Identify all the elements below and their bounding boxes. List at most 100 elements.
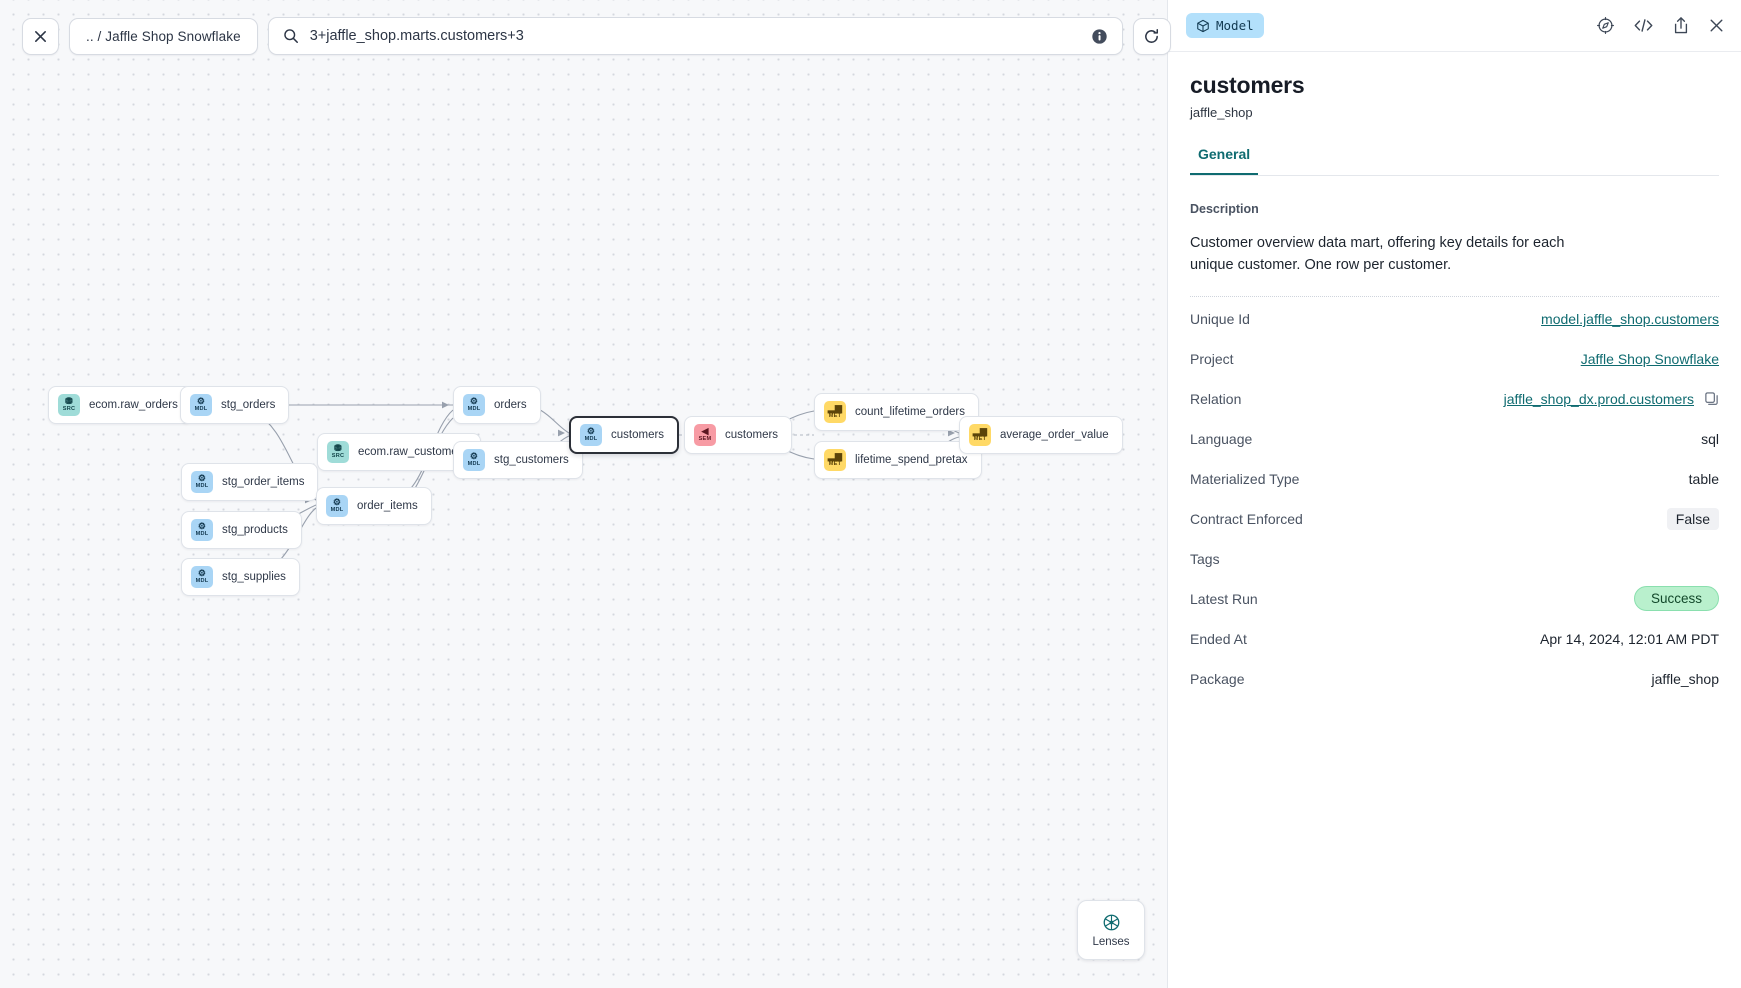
page-subtitle: jaffle_shop xyxy=(1190,105,1253,120)
info-icon[interactable] xyxy=(1091,28,1108,45)
page-title: customers xyxy=(1190,72,1305,98)
property-key: Tags xyxy=(1190,550,1220,567)
node-badge-mdl-icon: ⚙MDL xyxy=(190,394,212,416)
resource-type-label: Model xyxy=(1216,18,1254,33)
node-badge-mdl-icon: ⚙MDL xyxy=(191,566,213,588)
search-icon xyxy=(283,29,298,43)
node-label: ecom.raw_customers xyxy=(358,446,468,458)
description-label: Description xyxy=(1190,202,1259,216)
lineage-node-stg_supplies[interactable]: ⚙MDL stg_supplies xyxy=(181,558,300,596)
property-key: Project xyxy=(1190,350,1234,367)
node-badge-mdl-icon: ⚙MDL xyxy=(191,519,213,541)
lineage-node-stg_products[interactable]: ⚙MDL stg_products xyxy=(181,511,302,549)
property-row: Tags xyxy=(1190,541,1719,577)
property-row: Relation jaffle_shop_dx.prod.customers xyxy=(1190,381,1719,417)
property-key: Relation xyxy=(1190,390,1242,407)
node-label: customers xyxy=(611,429,665,441)
close-lineage-button[interactable] xyxy=(22,17,59,55)
node-label: stg_products xyxy=(222,524,288,536)
property-value-text: Apr 14, 2024, 12:01 AM PDT xyxy=(1540,630,1719,647)
details-panel-toolbar: Model xyxy=(1168,0,1741,52)
property-key: Contract Enforced xyxy=(1190,510,1303,527)
property-value: Apr 14, 2024, 12:01 AM PDT xyxy=(1540,631,1719,647)
property-value: sql xyxy=(1701,431,1719,447)
lineage-node-count_lifetime_orders[interactable]: ▂▆MET count_lifetime_orders xyxy=(814,393,979,431)
property-value-text[interactable]: jaffle_shop_dx.prod.customers xyxy=(1503,390,1694,407)
breadcrumb[interactable]: .. / Jaffle Shop Snowflake xyxy=(69,17,258,55)
search-bar[interactable] xyxy=(267,17,1123,55)
node-badge-mdl-icon: ⚙MDL xyxy=(326,495,348,517)
code-icon[interactable] xyxy=(1633,16,1654,35)
property-value: Jaffle Shop Snowflake xyxy=(1581,351,1719,367)
node-badge-met-icon: ▂▆MET xyxy=(824,449,846,471)
property-key: Latest Run xyxy=(1190,590,1258,607)
lenses-button[interactable]: Lenses xyxy=(1077,900,1145,960)
tab-general[interactable]: General xyxy=(1190,146,1259,175)
node-label: average_order_value xyxy=(1000,429,1109,441)
node-label: ecom.raw_orders xyxy=(89,399,178,411)
property-key: Materialized Type xyxy=(1190,470,1300,487)
property-value: model.jaffle_shop.customers xyxy=(1541,311,1719,327)
lineage-node-order_items[interactable]: ⚙MDL order_items xyxy=(316,487,432,525)
property-value-text[interactable]: Jaffle Shop Snowflake xyxy=(1580,350,1719,367)
node-label: stg_supplies xyxy=(222,571,286,583)
property-key: Package xyxy=(1190,670,1245,687)
lens-aperture-icon xyxy=(1103,914,1119,930)
details-panel: Model xyxy=(1167,0,1741,988)
node-label: count_lifetime_orders xyxy=(855,406,965,418)
node-badge-mdl-icon: ⚙MDL xyxy=(463,449,485,471)
refresh-button[interactable] xyxy=(1132,17,1171,55)
property-value-text[interactable]: model.jaffle_shop.customers xyxy=(1541,310,1719,327)
property-value-text: jaffle_shop xyxy=(1651,670,1719,687)
resource-type-chip[interactable]: Model xyxy=(1186,13,1264,38)
property-value-text: False xyxy=(1666,507,1719,530)
copy-icon[interactable] xyxy=(1704,391,1719,406)
property-value: table xyxy=(1689,471,1719,487)
lineage-node-customers_semantic[interactable]: ◀SEM customers xyxy=(684,416,793,454)
node-badge-met-icon: ▂▆MET xyxy=(824,401,846,423)
panel-actions xyxy=(1596,16,1725,35)
node-label: orders xyxy=(494,399,527,411)
property-value-text: sql xyxy=(1701,430,1719,447)
lineage-node-stg_customers[interactable]: ⚙MDL stg_customers xyxy=(453,441,583,479)
node-label: stg_customers xyxy=(494,454,569,466)
description-text: Customer overview data mart, offering ke… xyxy=(1190,235,1565,274)
node-label: customers xyxy=(725,429,779,441)
node-badge-src-icon: ⛃SRC xyxy=(58,394,80,416)
divider xyxy=(1190,295,1719,297)
lineage-node-orders[interactable]: ⚙MDL orders xyxy=(453,386,541,424)
property-value: Success xyxy=(1633,586,1719,612)
node-label: stg_orders xyxy=(221,399,276,411)
search-input[interactable] xyxy=(309,28,1080,44)
property-row: Contract Enforced False xyxy=(1190,501,1719,537)
property-value: False xyxy=(1666,507,1719,530)
property-value-text: table xyxy=(1688,470,1719,487)
lineage-node-ecom_raw_orders[interactable]: ⛃SRC ecom.raw_orders xyxy=(48,386,192,424)
close-panel-icon[interactable] xyxy=(1708,17,1725,34)
property-row: Latest Run Success xyxy=(1190,581,1719,617)
property-value-text: Success xyxy=(1633,586,1719,612)
lineage-node-stg_orders[interactable]: ⚙MDL stg_orders xyxy=(180,386,290,424)
node-label: order_items xyxy=(357,500,418,512)
property-row: Materialized Type table xyxy=(1190,461,1719,497)
property-key: Unique Id xyxy=(1190,310,1250,327)
lenses-label: Lenses xyxy=(1092,935,1130,948)
explore-icon[interactable] xyxy=(1596,16,1615,35)
property-row: Project Jaffle Shop Snowflake xyxy=(1190,341,1719,377)
node-badge-mdl-icon: ⚙MDL xyxy=(463,394,485,416)
node-label: stg_order_items xyxy=(222,476,305,488)
node-badge-sem-icon: ◀SEM xyxy=(694,424,716,446)
canvas-toolbar: .. / Jaffle Shop Snowflake xyxy=(22,17,1171,55)
share-icon[interactable] xyxy=(1672,16,1690,35)
refresh-icon xyxy=(1145,28,1159,43)
